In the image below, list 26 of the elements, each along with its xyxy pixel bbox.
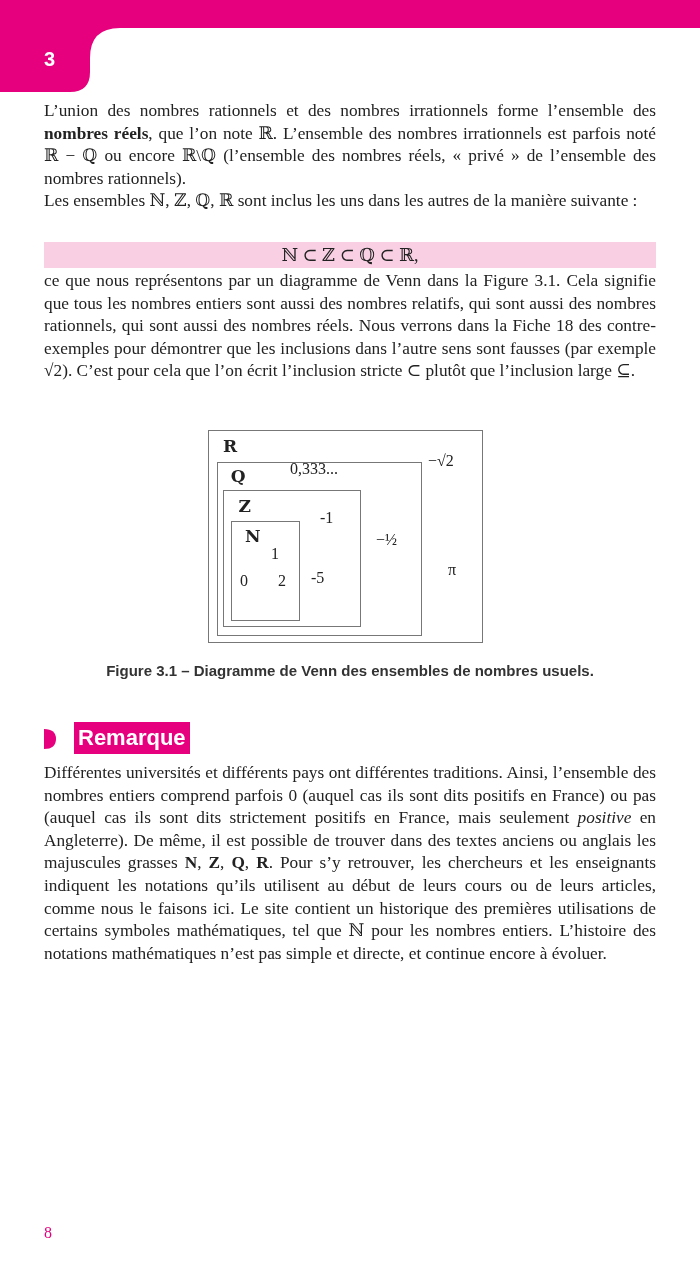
set-name: Q (230, 466, 246, 485)
number-label: -5 (311, 569, 325, 587)
set-name: N (245, 527, 261, 546)
paragraph: ce que nous représentons par un diagramme de Venn dans la Figure 3.1. Cela signifie que tous les nombres entiers sont aussi des nombres relatifs, qui sont aussi des nombres rationnels, qui sont aussi des nombres réels. Nous verrons dans la Fiche 18 des contre-exemples pour démontrer que les inclusions dans l’autre sens sont fausses (par exemple √2). C’est pour cela que l’on écrit l’inclusion stricte ⊂ plutôt que l’inclusion large ⊆. (44, 270, 656, 383)
paragraph: Différentes universités et différents pays ont différentes traditions. Ainsi, l’ensemble des nombres entiers comprend parfois 0 (auquel cas ils sont dits positifs en France) ou pas (auquel cas ils sont dits strictement positifs en France, mais seulement positive en Angleterre). De même, il est possible de trouver dans des textes anciens ou anglais les majuscules grasses N, Z, Q, R. Pour s’y retrouver, les chercheurs et les enseignants indiquent les notations qu’ils utilisent au début de leurs cours ou de leurs articles, comme nous le faisons ici. Le site contient un historique des premières utilisations de certains symboles mathématiques, tel que ℕ pour les nombres entiers. L’histoire des notations mathématiques n’est pas simple et directe, et continue encore à évoluer. (44, 762, 656, 965)
number-label: 0 (240, 572, 248, 590)
set-rectangle (223, 490, 362, 628)
number-label: -1 (320, 509, 334, 527)
set-name: Z (238, 497, 251, 516)
set-rectangle (231, 521, 301, 622)
number-label: π (448, 561, 457, 579)
paragraph: Les ensembles ℕ, ℤ, ℚ, ℝ sont inclus les uns dans les autres de la manière suivante : (44, 190, 639, 212)
number-label: −½ (376, 531, 398, 549)
set-rectangle (208, 430, 483, 643)
formula: ℕ ⊂ ℤ ⊂ ℚ ⊂ ℝ, (44, 242, 656, 268)
number-label: 1 (271, 545, 279, 563)
figure-caption: Figure 3.1 – Diagramme de Venn des ensembles de nombres usuels. (105, 662, 595, 680)
set-rectangle (216, 461, 422, 636)
set-name: R (223, 437, 238, 455)
number-label: −√2 (428, 452, 454, 470)
number-label: 0,333... (290, 460, 338, 478)
page-number: 8 (44, 1224, 52, 1242)
section-heading: Remarque (74, 722, 190, 754)
paragraph: L’union des nombres rationnels et des nombres irrationnels forme l’ensemble des nombres réels, que l’on note ℝ. L’ensemble des nombres irrationnels est parfois noté ℝ − ℚ ou encore ℝ\ℚ (l’ensemble des nombres réels, « privé » de l’ensemble des nombres rationnels). (44, 100, 656, 190)
chapter-number: 3 (44, 48, 56, 70)
number-label: 2 (278, 572, 286, 590)
